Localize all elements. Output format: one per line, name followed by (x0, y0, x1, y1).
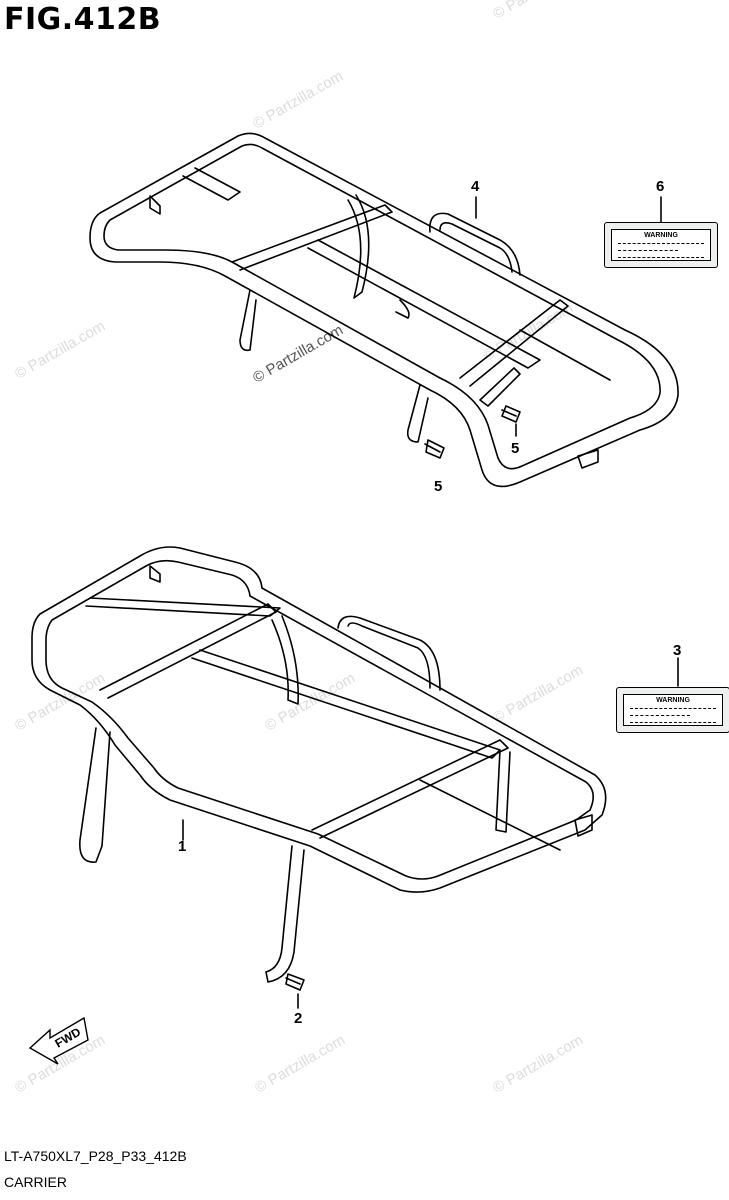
callout-6: 6 (656, 178, 665, 195)
callout-1: 1 (178, 838, 187, 855)
callout-4: 4 (471, 178, 480, 195)
callout-2: 2 (294, 1010, 303, 1027)
callout-5: 5 (511, 440, 520, 457)
warning-label-3: WARNING (616, 687, 729, 733)
fwd-arrow (28, 1016, 89, 1065)
rear-carrier-drawing (89, 132, 679, 488)
diagram-name: CARRIER (4, 1174, 68, 1190)
callout-3: 3 (673, 642, 682, 659)
warning-label-6: WARNING (604, 222, 718, 268)
callout-5: 5 (434, 478, 443, 495)
diagram-code: LT-A750XL7_P28_P33_412B (4, 1148, 187, 1164)
warning-label-text: WARNING (656, 697, 690, 704)
warning-label-text: WARNING (644, 232, 678, 239)
front-carrier-drawing (31, 546, 607, 991)
figure-title: FIG.412B (4, 2, 162, 37)
